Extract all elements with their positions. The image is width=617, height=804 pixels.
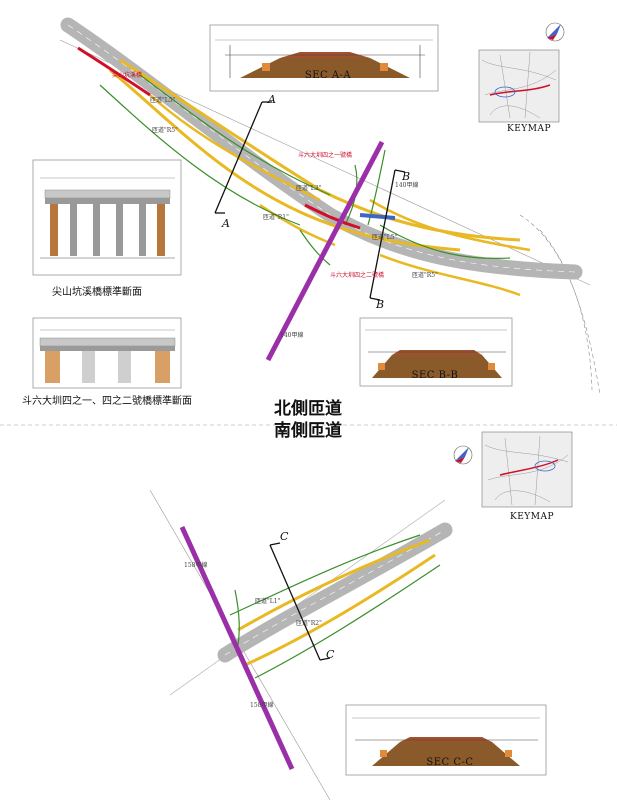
ramp-l3	[149, 94, 321, 202]
ramp-l1	[237, 538, 431, 632]
ramp-label-r5: 匝道"R5"	[152, 127, 178, 134]
dashed-future-road	[519, 214, 601, 396]
section-letter-c-top: C	[280, 530, 289, 543]
green-edge-south-1	[229, 534, 421, 616]
sec-bb-label: SEC B-B	[411, 370, 459, 381]
sec-aa-drawing	[209, 24, 439, 92]
ramp-label-r5-east: 匝道"R5"	[412, 272, 438, 279]
ramp-r2	[244, 553, 436, 667]
page-title: 北側匝道 南側匝道	[258, 398, 358, 442]
keymap-north-label: KEYMAP	[507, 124, 552, 134]
cut-c-tick-top	[269, 542, 281, 546]
ramp-label-l3: 匝道"L3"	[296, 185, 322, 192]
cut-line-c	[269, 544, 321, 661]
sec-cc-label: SEC C-C	[426, 757, 474, 768]
green-edge-4	[367, 149, 386, 226]
cut-c-tick-bottom	[319, 657, 331, 661]
jianshan-bridge-red	[77, 46, 151, 97]
ramp-label-l5-east: 匝道"L5"	[372, 234, 398, 241]
douliu-bridge-drawing	[32, 317, 182, 389]
section-letter-a-top: A	[268, 93, 276, 106]
blue-strip	[359, 213, 396, 220]
sec-aa-label: SEC A-A	[304, 70, 352, 81]
dashed-future-road-2	[539, 229, 593, 391]
south-highway-centerline	[224, 529, 446, 656]
green-edge-2	[99, 84, 301, 226]
section-letter-a-bottom: A	[222, 217, 230, 230]
ramp-label-r2: 匝道"R2"	[296, 620, 322, 627]
road-label-158-top: 158甲線	[184, 562, 208, 569]
section-letter-b-bottom: B	[376, 298, 385, 311]
section-letter-c-bottom: C	[326, 648, 335, 661]
ramp-r5-north	[109, 68, 461, 252]
jianshan-bridge-drawing	[32, 159, 182, 276]
green-edge-south-2	[254, 564, 441, 679]
keymap-north-drawing	[478, 49, 560, 123]
keymap-south-drawing	[481, 431, 573, 508]
cut-line-b	[369, 169, 396, 299]
green-edge-1	[139, 74, 331, 196]
section-letter-b-top: B	[402, 170, 411, 183]
road-140-purple	[265, 140, 385, 362]
ramp-r5-east	[379, 253, 521, 297]
sec-bb-drawing	[359, 317, 513, 387]
green-edge-6	[379, 224, 511, 259]
north-ramp-title: 北側匝道	[274, 399, 342, 419]
north-arrow-icon	[545, 22, 565, 42]
green-edge-south-3	[234, 589, 240, 646]
road-label-140-top: 140甲線	[395, 182, 419, 189]
ramp-label-l5: 匝道"L5"	[150, 97, 176, 104]
north-arrow-south-icon	[453, 445, 473, 465]
douliu-bridge-caption: 斗六大圳四之一、四之二號橋標準斷面	[22, 396, 192, 407]
road-158-purple	[179, 525, 295, 771]
south-main-highway	[217, 522, 453, 663]
ramp-label-l1: 匝道"L1"	[255, 598, 281, 605]
jianshan-bridge-caption: 尖山坑溪橋標準斷面	[52, 287, 142, 298]
green-edge-5	[299, 229, 331, 266]
annotation-douliu-bridge-2: 斗六大圳四之二號橋	[330, 272, 385, 279]
south-ramp-title: 南側匝道	[274, 421, 342, 441]
road-label-140-bottom: 140甲線	[280, 332, 304, 339]
ramp-label-r1: 匝道"R1"	[263, 214, 289, 221]
douliu-bridge-red	[304, 203, 361, 230]
sec-cc-drawing	[345, 704, 547, 776]
south-alignment-2	[169, 499, 446, 696]
road-label-158-bottom: 158甲線	[250, 702, 274, 709]
cut-b-tick-top	[394, 169, 406, 173]
cut-b-tick-bottom	[369, 297, 381, 301]
annotation-douliu-bridge: 斗六大圳四之一號橋	[298, 152, 353, 159]
annotation-jianshan-bridge: 尖山坑溪橋	[112, 72, 143, 79]
highway-centerline	[67, 24, 576, 273]
keymap-south-label: KEYMAP	[510, 512, 555, 522]
cut-line-a	[214, 101, 263, 214]
